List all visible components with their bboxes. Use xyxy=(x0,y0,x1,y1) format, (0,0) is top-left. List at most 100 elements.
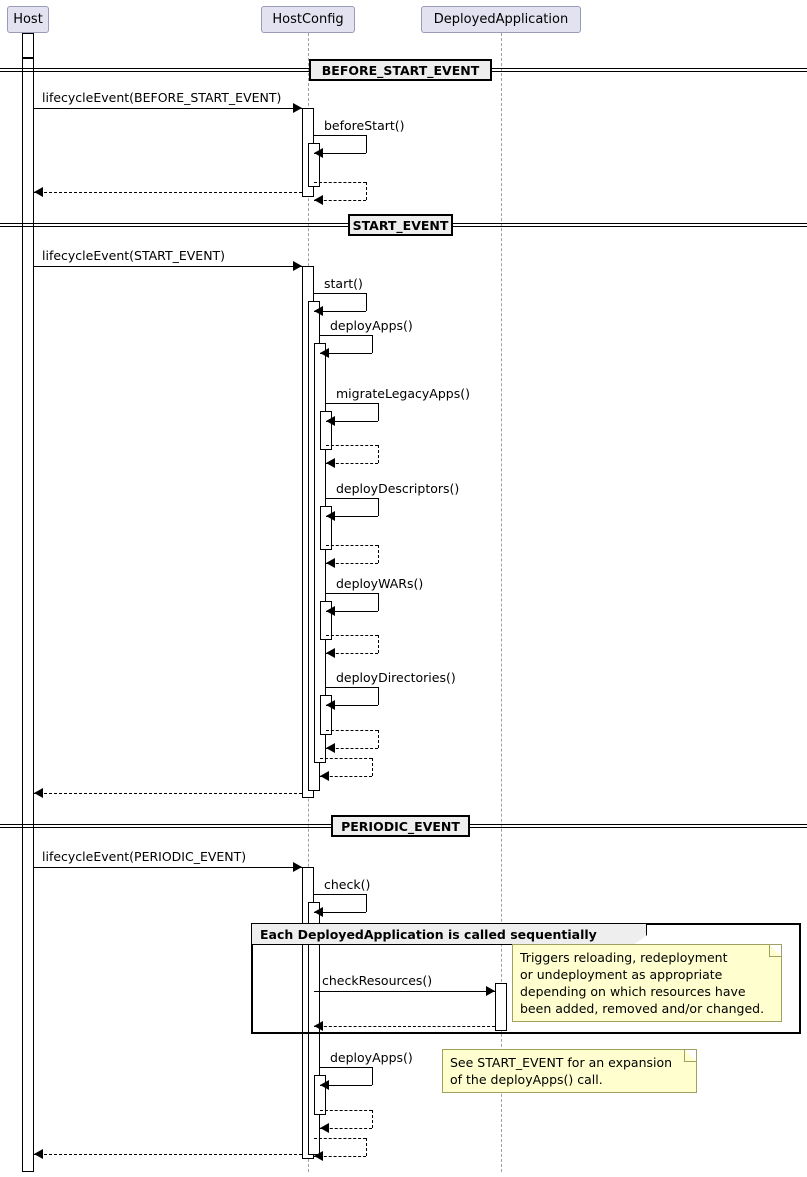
self-message-arrowhead xyxy=(326,743,335,753)
self-message-label: deployApps() xyxy=(330,318,413,333)
self-message-bottom xyxy=(326,705,378,706)
self-message-top xyxy=(314,894,366,895)
self-message-label: deployDescriptors() xyxy=(336,481,460,496)
note-fold-corner xyxy=(769,945,781,957)
self-message-bottom xyxy=(320,1128,372,1129)
message-line xyxy=(314,1026,495,1027)
self-message-bottom xyxy=(326,653,378,654)
self-message-arrowhead xyxy=(326,606,335,616)
message-arrowhead xyxy=(314,1021,323,1031)
message-arrowhead xyxy=(34,788,43,798)
message-line xyxy=(34,1154,302,1155)
self-message-arrowhead xyxy=(326,511,335,521)
message-line xyxy=(314,991,495,992)
self-message-top xyxy=(314,135,366,136)
note-text: Triggers reloading, redeployment or unde… xyxy=(520,950,765,1016)
self-message-arrowhead xyxy=(314,195,323,205)
self-message-arrowhead xyxy=(326,416,335,426)
self-message-bottom xyxy=(326,516,378,517)
self-message-side xyxy=(366,1138,367,1156)
self-message-side xyxy=(378,593,379,611)
self-message-arrowhead xyxy=(326,558,335,568)
self-message-side xyxy=(372,1110,373,1128)
message-label: lifecycleEvent(PERIODIC_EVENT) xyxy=(42,849,247,864)
self-message-top xyxy=(326,545,378,546)
self-message-arrowhead xyxy=(326,648,335,658)
self-message-top xyxy=(320,758,372,759)
self-message-label: deployDirectories() xyxy=(336,670,456,685)
self-message-bottom xyxy=(320,353,372,354)
self-message-bottom xyxy=(326,463,378,464)
self-message-bottom xyxy=(314,153,366,154)
participant-config[interactable]: HostConfig xyxy=(261,6,355,33)
note-fold-corner xyxy=(684,1050,696,1062)
participant-app[interactable]: DeployedApplication xyxy=(421,6,581,33)
self-message-side xyxy=(366,182,367,200)
self-message-arrowhead xyxy=(320,771,329,781)
message-line xyxy=(34,867,302,868)
divider-label-before-start: BEFORE_START_EVENT xyxy=(309,59,492,81)
self-message-arrowhead xyxy=(326,700,335,710)
message-line xyxy=(34,266,302,267)
self-message-label: check() xyxy=(324,877,371,892)
self-message-top xyxy=(326,498,378,499)
message-arrowhead xyxy=(293,261,302,271)
self-message-top xyxy=(326,635,378,636)
message-line xyxy=(34,192,302,193)
self-message-arrowhead xyxy=(320,1123,329,1133)
self-message-side xyxy=(366,293,367,311)
self-message-label: start() xyxy=(324,276,363,291)
message-arrowhead xyxy=(486,986,495,996)
self-message-arrowhead xyxy=(314,306,323,316)
self-message-label: beforeStart() xyxy=(324,118,405,133)
self-message-bottom xyxy=(320,1085,372,1086)
self-message-bottom xyxy=(326,611,378,612)
self-message-bottom xyxy=(326,563,378,564)
self-message-side xyxy=(372,1067,373,1085)
message-arrowhead xyxy=(293,103,302,113)
self-message-bottom xyxy=(314,311,366,312)
self-message-bottom xyxy=(326,748,378,749)
self-message-side xyxy=(366,135,367,153)
self-message-top xyxy=(326,445,378,446)
self-message-bottom xyxy=(314,200,366,201)
self-message-label: deployApps() xyxy=(330,1050,413,1065)
self-message-side xyxy=(378,498,379,516)
self-message-side xyxy=(372,335,373,353)
participant-host[interactable]: Host xyxy=(7,6,49,33)
self-message-side xyxy=(372,758,373,776)
message-label: checkResources() xyxy=(322,973,433,988)
message-arrowhead xyxy=(293,862,302,872)
self-message-side xyxy=(378,687,379,705)
self-message-top xyxy=(314,1138,366,1139)
self-message-top xyxy=(320,1067,372,1068)
lifeline-app xyxy=(501,33,502,1172)
self-message-side xyxy=(378,403,379,421)
self-message-top xyxy=(320,1110,372,1111)
self-message-arrowhead xyxy=(326,458,335,468)
self-message-bottom xyxy=(314,1156,366,1157)
self-message-top xyxy=(326,687,378,688)
self-message-side xyxy=(378,730,379,748)
self-message-side xyxy=(378,445,379,463)
divider-label-start: START_EVENT xyxy=(348,214,453,236)
self-message-label: deployWARs() xyxy=(336,576,424,591)
self-message-top xyxy=(314,293,366,294)
self-message-bottom xyxy=(314,912,366,913)
self-message-arrowhead xyxy=(314,148,323,158)
self-message-bottom xyxy=(320,776,372,777)
note-text: See START_EVENT for an expansion of the … xyxy=(450,1055,673,1087)
activation-bar xyxy=(22,33,34,58)
self-message-arrowhead xyxy=(314,907,323,917)
group-label-each-deployed-app: Each DeployedApplication is called seque… xyxy=(251,923,647,945)
message-line xyxy=(34,793,302,794)
note-note-deploy-apps: See START_EVENT for an expansion of the … xyxy=(442,1049,697,1093)
activation-bar xyxy=(495,983,507,1031)
activation-bar xyxy=(22,58,34,1172)
self-message-top xyxy=(326,593,378,594)
self-message-side xyxy=(378,635,379,653)
self-message-label: migrateLegacyApps() xyxy=(336,386,470,401)
message-arrowhead xyxy=(34,187,43,197)
self-message-top xyxy=(326,403,378,404)
self-message-top xyxy=(320,335,372,336)
